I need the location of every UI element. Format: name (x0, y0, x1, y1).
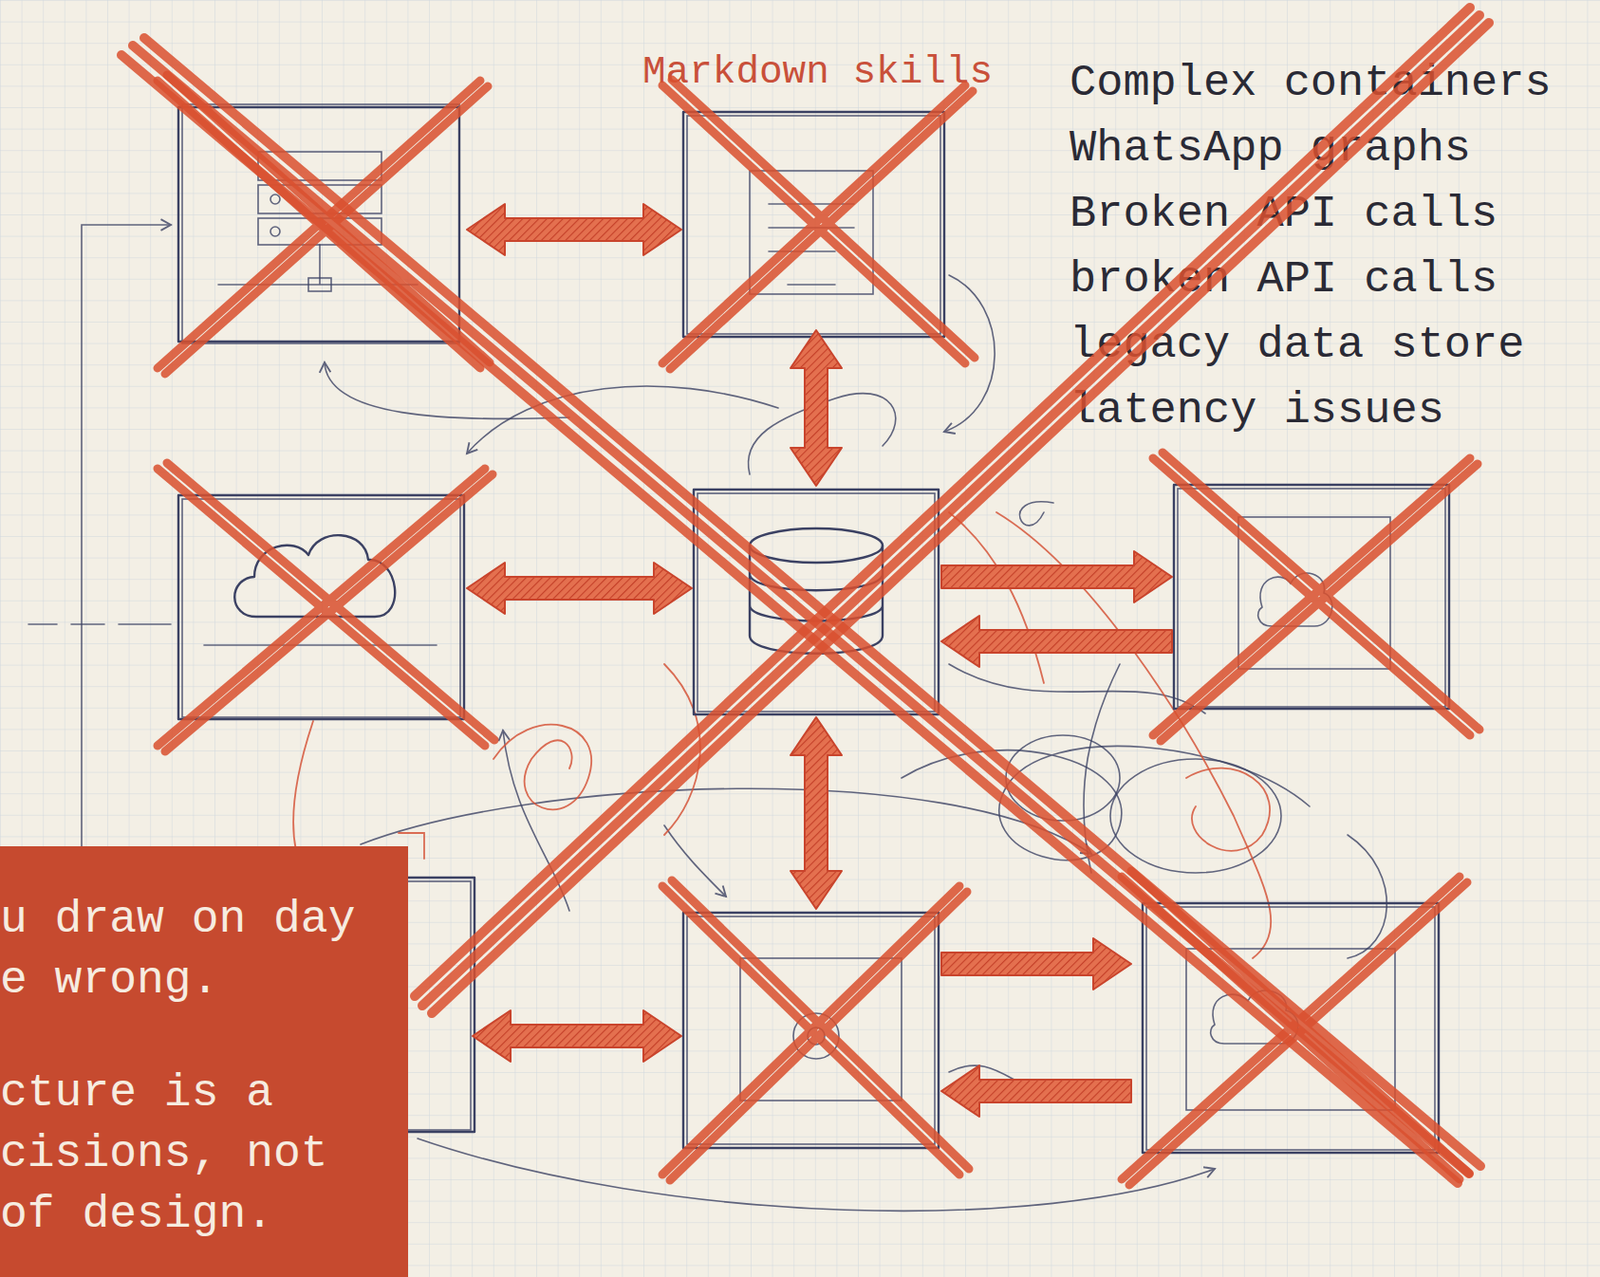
document-icon (768, 204, 855, 285)
box-outline (1177, 488, 1446, 707)
box-outline (683, 111, 945, 337)
scribble (948, 512, 1044, 684)
note-box: u draw on day e wrong. cture is a cisions… (0, 846, 409, 1277)
scribble (1347, 835, 1387, 959)
cloud-icon (204, 644, 437, 647)
flow-curve (417, 1138, 1215, 1211)
flow-curve (664, 825, 726, 897)
flow-curve (944, 275, 995, 432)
double-arrow (466, 562, 692, 614)
flow-curve (466, 386, 779, 454)
cross-out (1153, 452, 1480, 742)
scribble (1020, 502, 1054, 526)
cross-out (662, 79, 975, 370)
scribble (1083, 664, 1120, 874)
scribble (948, 664, 1206, 714)
dashed-line (28, 623, 171, 626)
double-arrow (466, 204, 682, 256)
box-outline (178, 107, 460, 342)
cross-out (662, 880, 969, 1181)
box-outline (1146, 907, 1435, 1151)
issue-note: legacy data store (1069, 318, 1525, 373)
issue-note: broken API calls (1069, 253, 1498, 307)
cross-out (157, 463, 495, 752)
box-outline (693, 489, 939, 715)
server-box (178, 104, 460, 344)
server-icon (258, 218, 382, 245)
storage-icon (1210, 990, 1299, 1044)
device-icon (1258, 573, 1333, 627)
issue-note: Complex containers (1069, 56, 1552, 111)
server-icon (308, 278, 332, 292)
single-arrow (941, 551, 1173, 603)
single-arrow (941, 938, 1132, 990)
box-outline (1173, 484, 1450, 709)
heading-note: Markdown skills (642, 49, 993, 96)
server-icon (258, 185, 382, 214)
device-icon (1238, 517, 1391, 670)
feedback-line (81, 224, 171, 847)
document-box (683, 111, 945, 337)
cross-out (157, 74, 490, 374)
service-box (683, 912, 939, 1149)
issue-note: WhatsApp graphs (1069, 122, 1471, 176)
document-icon (749, 170, 874, 295)
box-outline (182, 104, 460, 344)
scribble (901, 745, 1310, 860)
scribble-loop (1005, 735, 1120, 821)
note-text: cture is a cisions, not of design. (0, 1062, 373, 1246)
single-arrow (941, 1065, 1132, 1117)
database-icon (749, 545, 883, 654)
issue-note: latency issues (1069, 384, 1445, 438)
server-icon (270, 194, 280, 205)
box-outline (683, 912, 939, 1149)
box-outline (182, 499, 461, 718)
box-outline (1142, 903, 1439, 1154)
double-arrow (472, 1010, 682, 1062)
service-icon (740, 958, 902, 1101)
flow-curve (502, 730, 570, 912)
box-outline (697, 493, 935, 712)
scribble (493, 725, 592, 811)
server-icon (258, 151, 382, 181)
flow-curve (360, 788, 1092, 855)
box-outline (687, 916, 935, 1145)
big-cross-out (414, 7, 1489, 1014)
storage-box (1142, 903, 1439, 1154)
gear-icon (793, 1013, 839, 1060)
gear-icon (807, 1027, 825, 1045)
scribble-loop (1110, 759, 1282, 874)
issue-note: Broken API calls (1069, 187, 1498, 242)
double-arrow (790, 330, 842, 486)
server-icon (270, 226, 280, 237)
single-arrow (941, 615, 1173, 668)
storage-icon (1186, 948, 1396, 1111)
database-box (693, 489, 939, 715)
cloud-box (178, 495, 465, 720)
double-arrow (790, 717, 842, 910)
note-text: u draw on day e wrong. (0, 889, 373, 1011)
cross-out (1121, 871, 1470, 1186)
box-outline (178, 495, 465, 720)
big-cross-out (121, 37, 1481, 1184)
flow-curve (324, 362, 570, 419)
database-icon (749, 528, 883, 563)
device-box (1173, 484, 1450, 709)
box-outline (687, 115, 941, 335)
cloud-icon (234, 535, 395, 617)
scribble (1186, 768, 1270, 852)
